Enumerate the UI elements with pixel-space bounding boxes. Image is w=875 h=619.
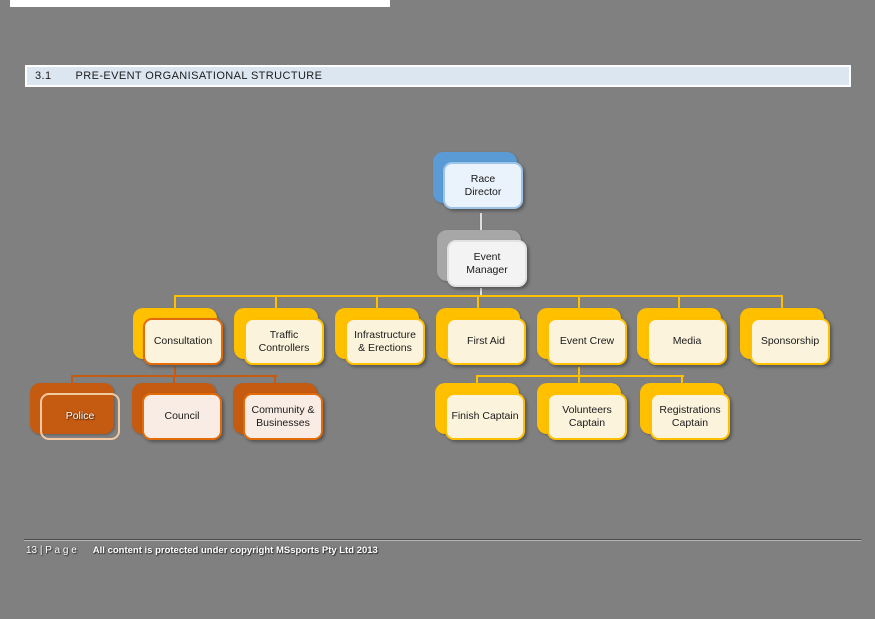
page-number-label: 13 | P a g e <box>26 545 77 556</box>
node-front: Media <box>647 318 727 365</box>
org-node-finish-captain: Finish Captain <box>435 383 531 445</box>
connector-race-to-manager <box>480 213 482 231</box>
connector-drop-sponsorship <box>781 295 783 309</box>
node-front: Traffic Controllers <box>244 318 324 365</box>
connector-captains-horizontal <box>476 375 684 377</box>
org-node-traffic-controllers: Traffic Controllers <box>234 308 330 370</box>
org-node-registrations-captain: Registrations Captain <box>640 383 736 445</box>
node-front: Registrations Captain <box>650 393 730 440</box>
copyright-text: All content is protected under copyright… <box>93 545 378 556</box>
node-label: Race Director <box>464 173 503 197</box>
org-node-race-director: Race Director <box>433 152 529 214</box>
node-front: Community & Businesses <box>243 393 323 440</box>
footer-divider <box>24 539 861 541</box>
org-node-police: Police <box>30 383 126 445</box>
node-label: Event Manager <box>465 251 508 275</box>
previous-page-edge <box>10 0 390 7</box>
org-node-consultation: Consultation <box>133 308 229 370</box>
node-label: First Aid <box>466 335 506 347</box>
org-node-infrastructure-erections: Infrastructure & Erections <box>335 308 431 370</box>
section-title: PRE-EVENT ORGANISATIONAL STRUCTURE <box>76 70 323 82</box>
node-label: Traffic Controllers <box>258 329 311 353</box>
node-label: Media <box>672 335 703 347</box>
connector-drop-first-aid <box>477 295 479 309</box>
connector-drop-event-crew <box>578 295 580 309</box>
org-node-volunteers-captain: Volunteers Captain <box>537 383 633 445</box>
node-label: Police <box>65 410 96 422</box>
node-label: Sponsorship <box>760 335 820 347</box>
node-front: First Aid <box>446 318 526 365</box>
connector-drop-infrastructure <box>376 295 378 309</box>
node-label: Infrastructure & Erections <box>353 329 417 353</box>
connector-drop-media <box>678 295 680 309</box>
org-node-council: Council <box>132 383 228 445</box>
org-node-first-aid: First Aid <box>436 308 532 370</box>
node-front: Council <box>142 393 222 440</box>
node-front: Event Crew <box>547 318 627 365</box>
node-label: Volunteers Captain <box>561 404 613 428</box>
node-label: Registrations Captain <box>658 404 721 428</box>
node-label: Finish Captain <box>450 410 519 422</box>
node-label: Council <box>163 410 200 422</box>
org-node-event-manager: Event Manager <box>437 230 533 292</box>
node-label: Event Crew <box>559 335 615 347</box>
connector-drop-traffic <box>275 295 277 309</box>
org-node-community-businesses: Community & Businesses <box>233 383 329 445</box>
org-node-event-crew: Event Crew <box>537 308 633 370</box>
node-front: Event Manager <box>447 240 527 287</box>
node-front: Consultation <box>143 318 223 365</box>
page-footer: 13 | P a g e All content is protected un… <box>26 545 378 556</box>
node-front: Sponsorship <box>750 318 830 365</box>
node-label: Community & Businesses <box>250 404 315 428</box>
node-front: Race Director <box>443 162 523 209</box>
node-front: Police <box>40 393 120 440</box>
section-number: 3.1 <box>35 70 52 82</box>
node-front: Volunteers Captain <box>547 393 627 440</box>
node-front: Infrastructure & Erections <box>345 318 425 365</box>
section-header-bar: 3.1 PRE-EVENT ORGANISATIONAL STRUCTURE <box>25 65 851 87</box>
org-node-sponsorship: Sponsorship <box>740 308 836 370</box>
node-front: Finish Captain <box>445 393 525 440</box>
connector-drop-consultation <box>174 295 176 309</box>
org-node-media: Media <box>637 308 733 370</box>
node-label: Consultation <box>153 335 213 347</box>
